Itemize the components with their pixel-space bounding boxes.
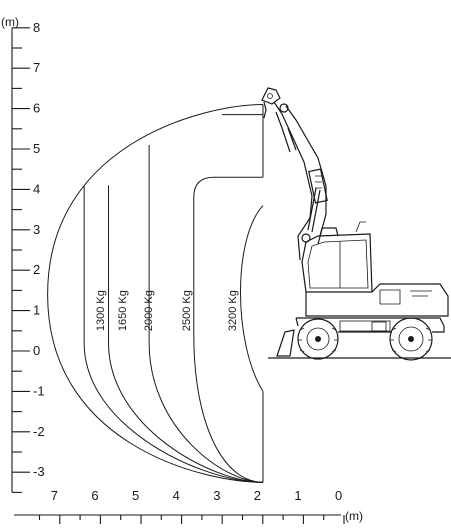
y-tick-label: -1 — [33, 383, 45, 398]
envelope-3 — [108, 185, 264, 483]
x-tick-label: 5 — [132, 488, 139, 503]
x-tick-label: 6 — [91, 488, 98, 503]
y-tick-label: -3 — [33, 464, 45, 479]
y-tick-label: 7 — [33, 60, 40, 75]
load-zone-labels: 1300 Kg 1650 Kg 2000 Kg 2500 Kg 3200 Kg — [95, 290, 239, 331]
envelope-4 — [148, 144, 264, 483]
y-tick-label: 6 — [33, 101, 40, 116]
x-tick-label: 4 — [173, 488, 180, 503]
machine-clearance-arc — [240, 205, 264, 392]
y-tick-label: 0 — [33, 343, 40, 358]
load-zone-label: 1650 Kg — [117, 290, 129, 331]
load-zone-label: 1300 Kg — [95, 290, 107, 331]
x-tick-label: 1 — [294, 488, 301, 503]
lifting-envelopes — [47, 104, 264, 483]
envelope-outer — [47, 104, 264, 483]
x-tick-label: 7 — [51, 488, 58, 503]
y-tick-label: 3 — [33, 222, 40, 237]
y-tick-label: 4 — [33, 181, 40, 196]
x-axis: 7 6 5 4 3 2 1 0(m) — [14, 488, 363, 524]
y-axis-unit: (m) — [1, 15, 19, 29]
y-axis: (m) 8 7 6 5 4 3 2 1 0 -1 -2 -3 — [1, 15, 45, 493]
load-zone-label: 2000 Kg — [143, 290, 155, 331]
x-tick-label: 2 — [254, 488, 261, 503]
envelope-5 — [193, 176, 264, 483]
x-axis-unit: (m) — [345, 509, 363, 523]
y-tick-label: -2 — [33, 424, 45, 439]
y-tick-label: 2 — [33, 262, 40, 277]
wheeled-excavator-icon — [261, 87, 451, 361]
x-tick-label: 0 — [335, 488, 342, 503]
y-tick-label: 5 — [33, 141, 40, 156]
y-tick-label: 1 — [33, 303, 40, 318]
envelope-2 — [83, 185, 264, 483]
load-zone-label: 2500 Kg — [181, 290, 193, 331]
x-tick-label: 3 — [213, 488, 220, 503]
y-tick-label: 8 — [33, 20, 40, 35]
load-zone-label: 3200 Kg — [227, 290, 239, 331]
